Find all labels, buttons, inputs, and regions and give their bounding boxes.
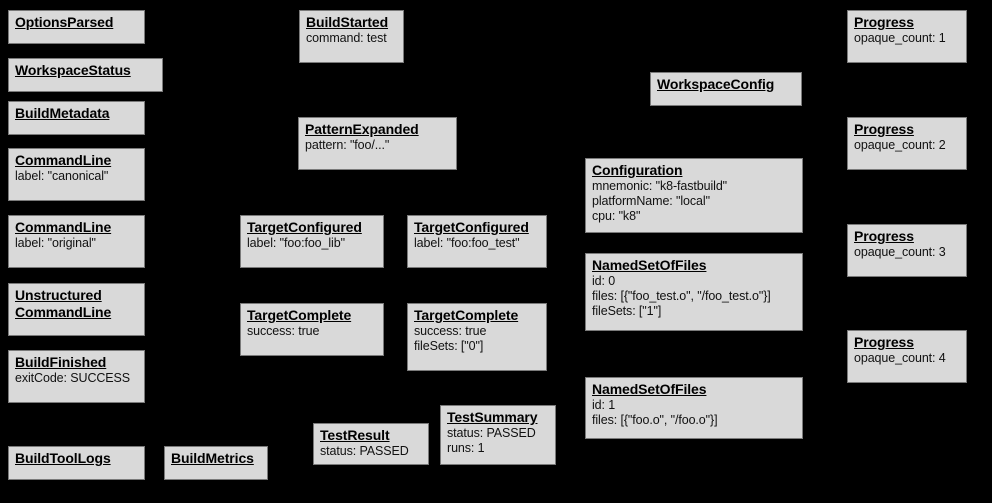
node-unstructured-command-line[interactable]: Unstructured CommandLine (8, 283, 145, 336)
node-title: CommandLine (15, 219, 112, 235)
node-fields: id: 1 files: [{"foo.o", "/foo.o"}] (592, 398, 718, 427)
node-fields: label: "foo:foo_lib" (247, 236, 345, 250)
node-title: BuildToolLogs (15, 450, 111, 466)
node-options-parsed[interactable]: OptionsParsed (8, 10, 145, 44)
node-title: Progress (854, 121, 914, 137)
node-fields: opaque_count: 4 (854, 351, 946, 365)
node-build-tool-logs[interactable]: BuildToolLogs (8, 446, 145, 480)
node-fields: label: "foo:foo_test" (414, 236, 520, 250)
node-fields: success: true fileSets: ["0"] (414, 324, 487, 353)
node-title: TestSummary (447, 409, 538, 425)
node-title: BuildMetrics (171, 450, 254, 466)
node-fields: exitCode: SUCCESS (15, 371, 131, 385)
node-title: TargetConfigured (414, 219, 529, 235)
node-title: WorkspaceStatus (15, 62, 131, 78)
node-fields: label: "canonical" (15, 169, 109, 183)
node-fields: status: PASSED (320, 444, 409, 458)
node-title: TestResult (320, 427, 390, 443)
node-title: PatternExpanded (305, 121, 419, 137)
node-title: BuildMetadata (15, 105, 110, 121)
node-title: TargetComplete (247, 307, 352, 323)
node-title: NamedSetOfFiles (592, 257, 707, 273)
node-fields: command: test (306, 31, 387, 45)
node-fields: status: PASSED runs: 1 (447, 426, 536, 455)
node-title: OptionsParsed (15, 14, 114, 30)
node-title: BuildFinished (15, 354, 107, 370)
node-fields: label: "original" (15, 236, 96, 250)
node-title: BuildStarted (306, 14, 389, 30)
node-title: CommandLine (15, 152, 112, 168)
node-title: WorkspaceConfig (657, 76, 775, 92)
node-fields: mnemonic: "k8-fastbuild" platformName: "… (592, 179, 728, 223)
node-title: TargetConfigured (247, 219, 362, 235)
node-workspace-config[interactable]: WorkspaceConfig (650, 72, 802, 106)
node-fields: id: 0 files: [{"foo_test.o", "/foo_test.… (592, 274, 771, 318)
node-title: Progress (854, 14, 914, 30)
node-fields: success: true (247, 324, 320, 338)
node-title: Progress (854, 228, 914, 244)
node-title: Unstructured CommandLine (15, 287, 112, 320)
node-workspace-status[interactable]: WorkspaceStatus (8, 58, 163, 92)
node-title: Configuration (592, 162, 683, 178)
node-fields: opaque_count: 3 (854, 245, 946, 259)
node-build-metrics[interactable]: BuildMetrics (164, 446, 268, 480)
node-fields: pattern: "foo/..." (305, 138, 390, 152)
node-fields: opaque_count: 2 (854, 138, 946, 152)
node-build-metadata[interactable]: BuildMetadata (8, 101, 145, 135)
node-title: Progress (854, 334, 914, 350)
node-fields: opaque_count: 1 (854, 31, 946, 45)
node-title: NamedSetOfFiles (592, 381, 707, 397)
node-title: TargetComplete (414, 307, 519, 323)
